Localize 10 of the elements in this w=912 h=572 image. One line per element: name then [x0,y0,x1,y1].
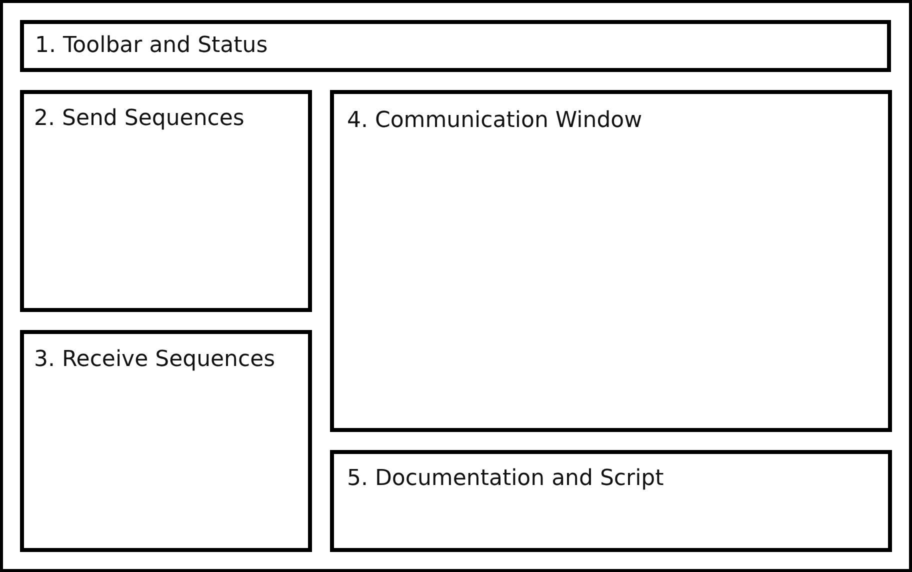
panel-title: 2. Send Sequences [34,105,244,132]
layout-panel [20,20,891,72]
layout-panel [20,90,312,312]
layout-panel [20,330,312,552]
layout-panel [330,450,892,552]
panel-title: 3. Receive Sequences [34,346,276,373]
panel-title: 1. Toolbar and Status [35,32,268,59]
panel-title: 5. Documentation and Script [347,465,664,492]
panel-title: 4. Communication Window [347,107,642,134]
layout-panel [330,90,892,432]
